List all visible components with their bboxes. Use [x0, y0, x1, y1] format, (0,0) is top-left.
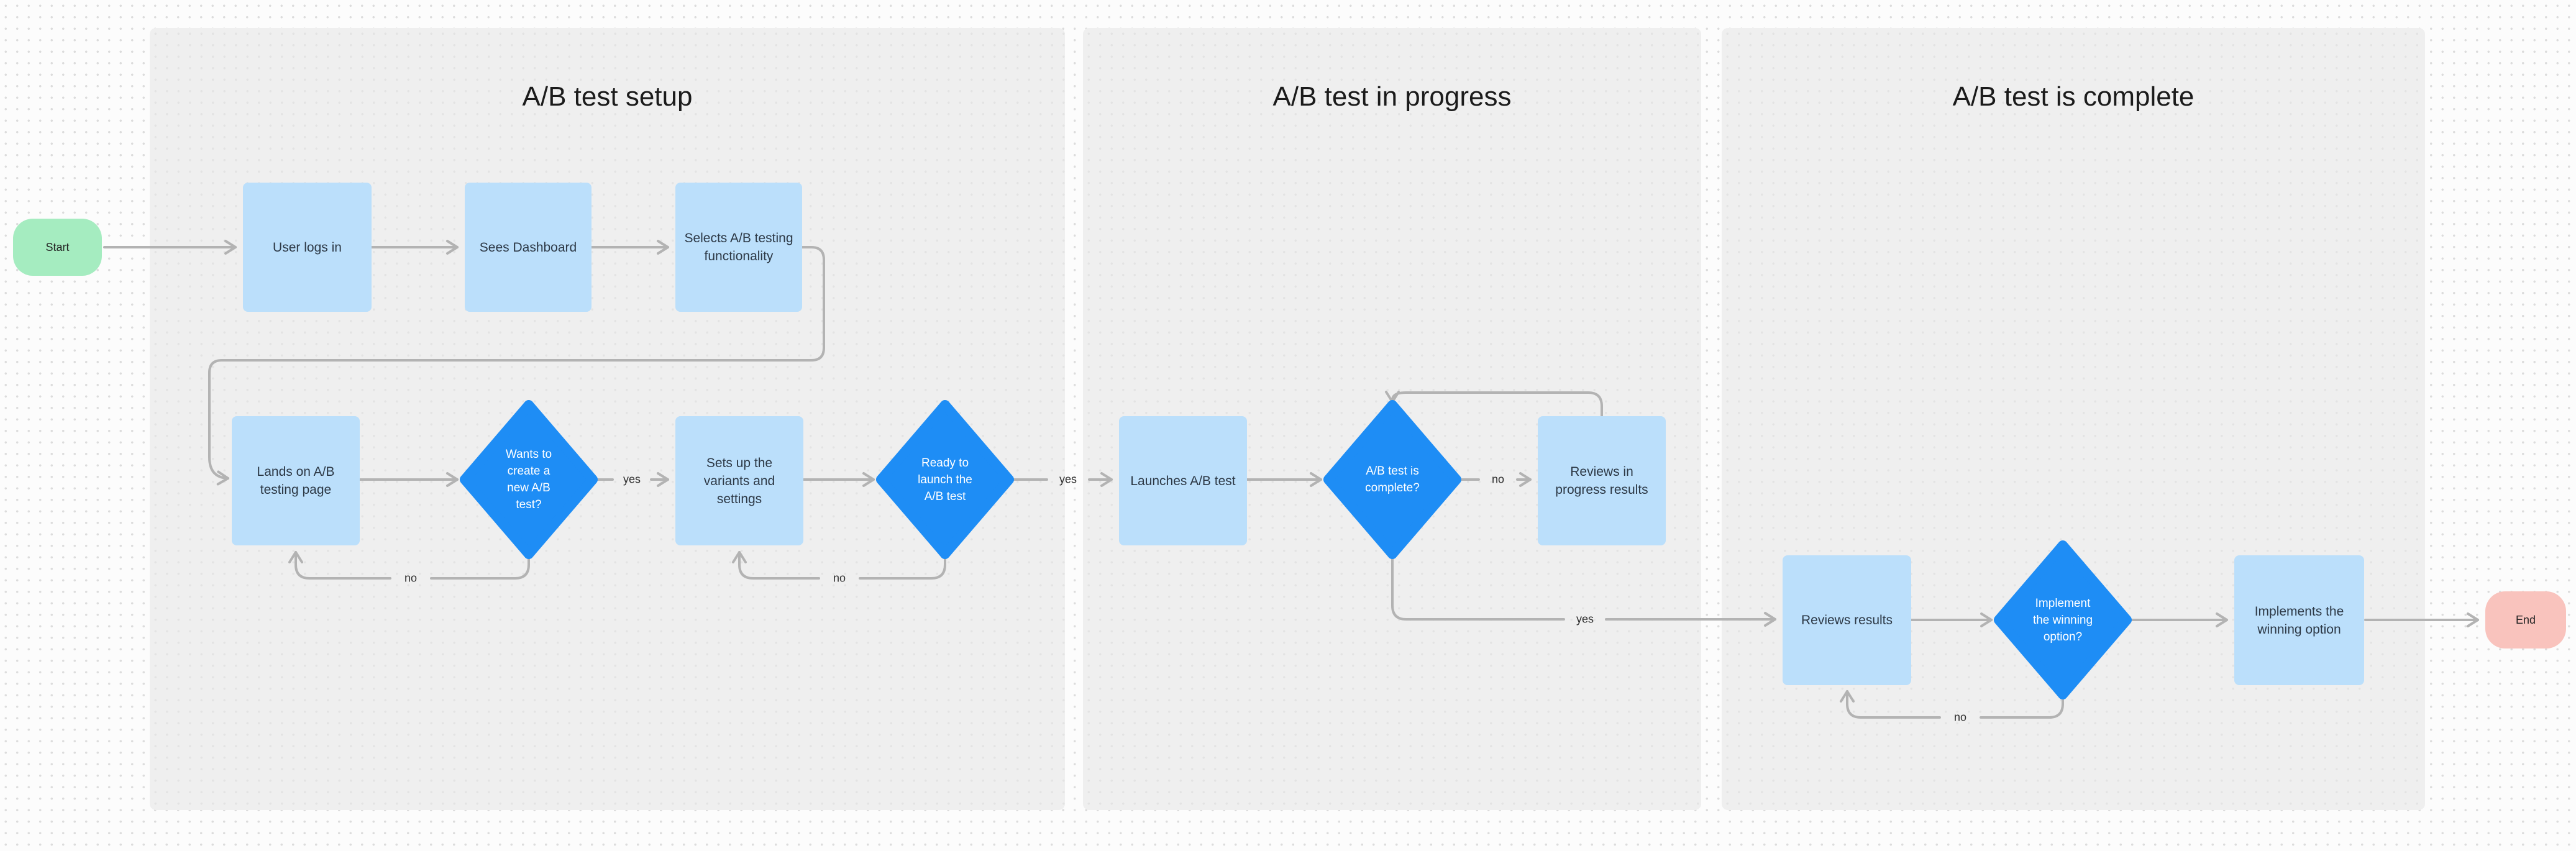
lane-title-setup: A/B test setup — [522, 81, 693, 112]
node-reviews-results[interactable]: Reviews results — [1783, 555, 1911, 685]
node-label: End — [2515, 613, 2536, 626]
node-label: Start — [45, 240, 70, 253]
edge-implement-no-loop-seg0[interactable] — [1980, 693, 2064, 719]
node-launches-test[interactable]: Launches A/B test — [1119, 416, 1247, 545]
node-label: Sees Dashboard — [479, 240, 577, 255]
edge-label-ready-yes: yes — [1059, 473, 1077, 486]
lane-setup[interactable] — [150, 28, 1065, 810]
node-sees-dashboard[interactable]: Sees Dashboard — [465, 183, 591, 312]
node-label: Launches A/B test — [1130, 473, 1236, 488]
node-end[interactable]: End — [2485, 591, 2566, 648]
node-label: User logs in — [273, 240, 342, 255]
edge-label-complete-no: no — [1491, 473, 1505, 486]
edge-implement-no-loop-seg1[interactable] — [1840, 690, 1941, 719]
diamond-shape — [1323, 400, 1461, 559]
diamond-shape — [1994, 540, 2132, 699]
edge-selects-to-lands[interactable] — [208, 246, 825, 486]
edge-ready-no-loop-seg1[interactable] — [732, 551, 820, 580]
lane-title-complete: A/B test is complete — [1952, 81, 2195, 112]
edge-label-wants-yes: yes — [623, 473, 641, 486]
edge-complete-yes-seg0[interactable] — [1391, 553, 1565, 621]
node-label: Reviews results — [1801, 613, 1893, 627]
edge-wants-no-loop-seg1[interactable] — [288, 551, 391, 580]
diamond-shape — [876, 400, 1014, 559]
lane-title-in-progress: A/B test in progress — [1272, 81, 1512, 112]
node-start[interactable]: Start — [13, 219, 102, 276]
edge-label-wants-no-loop: no — [404, 571, 418, 585]
edge-label-implement-no-loop: no — [1953, 711, 1967, 724]
edge-label-ready-no-loop: no — [833, 571, 846, 585]
edge-ready-no-loop-seg0[interactable] — [859, 553, 946, 580]
node-user-logs-in[interactable]: User logs in — [243, 183, 372, 312]
edge-wants-no-loop-seg0[interactable] — [430, 553, 530, 580]
diamond-shape — [460, 400, 598, 559]
edge-reviews-loop-back[interactable] — [1385, 391, 1603, 417]
edge-label-complete-yes: yes — [1576, 612, 1594, 626]
